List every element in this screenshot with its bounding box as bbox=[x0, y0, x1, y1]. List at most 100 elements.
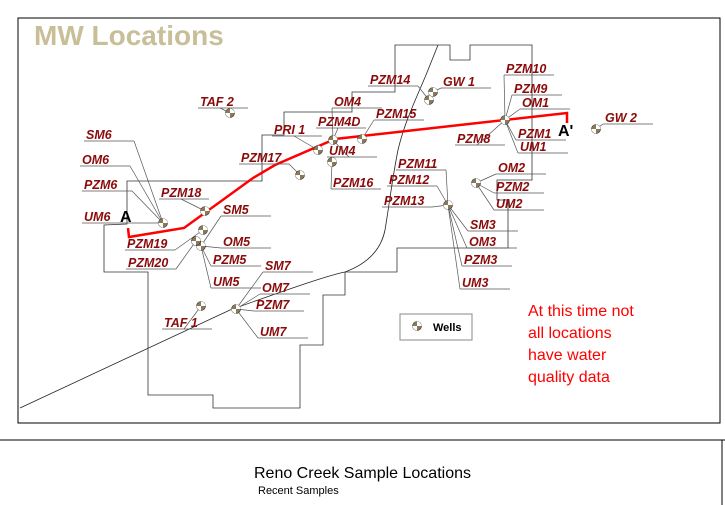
leader-line bbox=[200, 245, 212, 289]
note-line: At this time not bbox=[528, 303, 634, 320]
well-icon bbox=[196, 301, 206, 311]
leader-line bbox=[445, 169, 449, 206]
well-label: UM2 bbox=[496, 197, 522, 211]
well-label: GW 2 bbox=[605, 111, 637, 125]
caption-title: Reno Creek Sample Locations bbox=[253, 465, 471, 482]
leader-line bbox=[175, 240, 197, 270]
leader-line bbox=[133, 140, 164, 224]
well-symbols bbox=[158, 87, 601, 314]
map-frame bbox=[17, 17, 721, 424]
well-label: PZM3 bbox=[464, 253, 497, 267]
well-icon bbox=[591, 124, 601, 134]
well-label: PZM17 bbox=[241, 151, 282, 165]
well-label: PZM9 bbox=[514, 82, 547, 96]
well-icon bbox=[357, 134, 367, 144]
well-label: PZM19 bbox=[127, 237, 167, 251]
well-icon bbox=[428, 87, 438, 97]
well-label: PZM1 bbox=[518, 127, 551, 141]
well-label: PZM13 bbox=[384, 194, 424, 208]
well-label: SM6 bbox=[86, 128, 113, 142]
well-label: UM7 bbox=[260, 325, 287, 339]
site-boundary bbox=[103, 44, 533, 409]
road-line bbox=[19, 44, 439, 409]
well-icon bbox=[471, 178, 481, 188]
well-icon bbox=[200, 206, 210, 216]
well-label: OM6 bbox=[82, 153, 110, 167]
leader-line bbox=[235, 308, 259, 339]
well-label: PRI 1 bbox=[274, 123, 305, 137]
leader-line bbox=[447, 204, 468, 249]
note-line: have water bbox=[528, 347, 607, 364]
caption-subtitle: Recent Samples bbox=[258, 485, 339, 497]
well-label: PZM5 bbox=[213, 253, 247, 267]
well-icon bbox=[225, 108, 235, 118]
well-label: UM1 bbox=[520, 140, 546, 154]
well-icon bbox=[295, 170, 305, 180]
well-icon bbox=[191, 236, 201, 246]
data-note: At this time not all locations have wate… bbox=[528, 303, 634, 386]
well-label: PZM20 bbox=[128, 256, 168, 270]
well-icon bbox=[313, 145, 323, 155]
well-label: OM3 bbox=[469, 235, 496, 249]
well-icon bbox=[327, 157, 337, 167]
leader-line bbox=[503, 74, 506, 121]
well-label: UM6 bbox=[84, 210, 111, 224]
note-line: all locations bbox=[528, 325, 612, 342]
well-label: PZM18 bbox=[161, 186, 201, 200]
well-icon bbox=[412, 321, 422, 331]
leader-line bbox=[129, 165, 164, 224]
well-label: PZM11 bbox=[398, 157, 437, 171]
leader-line bbox=[504, 119, 519, 154]
well-label: TAF 1 bbox=[164, 316, 198, 330]
well-label: PZM2 bbox=[496, 180, 529, 194]
leader-line bbox=[235, 271, 264, 310]
well-icon bbox=[198, 225, 208, 235]
well-label: PZM4D bbox=[318, 115, 360, 129]
well-label: PZM8 bbox=[457, 132, 490, 146]
leader-line bbox=[476, 119, 506, 146]
well-label: PZM15 bbox=[376, 107, 417, 121]
well-icon bbox=[500, 115, 510, 125]
leader-line bbox=[475, 182, 495, 211]
well-label: PZM10 bbox=[506, 62, 546, 76]
leader-line bbox=[331, 107, 334, 141]
well-icon bbox=[328, 135, 338, 145]
well-label: OM1 bbox=[522, 96, 549, 110]
well-icon bbox=[158, 218, 168, 228]
well-label: GW 1 bbox=[443, 75, 475, 89]
well-label: PZM7 bbox=[256, 298, 290, 312]
cross-section-line bbox=[126, 111, 569, 239]
well-label: OM2 bbox=[498, 161, 525, 175]
well-label: SM7 bbox=[265, 259, 292, 273]
leader-line bbox=[447, 204, 463, 267]
well-label: TAF 2 bbox=[200, 95, 234, 109]
well-label: PZM12 bbox=[389, 173, 429, 187]
legend-well-icon bbox=[412, 321, 422, 331]
note-line: quality data bbox=[528, 369, 610, 386]
well-icon bbox=[443, 200, 453, 210]
legend-box bbox=[399, 313, 473, 341]
leader-line bbox=[174, 229, 204, 251]
well-label: OM7 bbox=[262, 281, 290, 295]
well-label: OM4 bbox=[334, 95, 361, 109]
well-label: UM4 bbox=[329, 144, 355, 158]
well-labels: TAF 2SM6OM6PZM6UM6PZM18PZM19PZM20SM5OM5P… bbox=[82, 62, 637, 339]
well-label: SM5 bbox=[223, 203, 250, 217]
well-icon bbox=[231, 304, 241, 314]
map-title: MW Locations bbox=[34, 20, 224, 51]
legend-label: Wells bbox=[433, 322, 462, 334]
well-label: OM5 bbox=[223, 235, 251, 249]
section-start-label: A bbox=[120, 209, 132, 226]
leader-line bbox=[131, 190, 164, 224]
well-label: PZM14 bbox=[370, 73, 410, 87]
leader-line bbox=[447, 204, 461, 290]
well-label: UM5 bbox=[213, 275, 240, 289]
well-label: UM3 bbox=[462, 276, 488, 290]
leader-line bbox=[447, 204, 469, 232]
leader-line bbox=[200, 215, 222, 247]
well-label: PZM6 bbox=[84, 178, 118, 192]
well-label: PZM16 bbox=[333, 176, 374, 190]
well-icon bbox=[424, 95, 434, 105]
